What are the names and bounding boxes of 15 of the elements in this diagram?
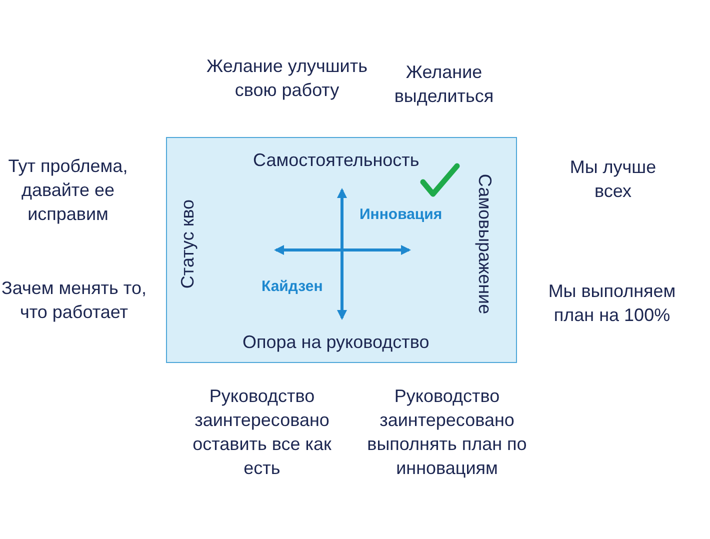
quadrant-note: Руководство заинтересовано выполнять план по инновациям [366, 385, 528, 480]
quadrant-note: Руководство заинтересовано оставить все как есть [192, 385, 332, 480]
quadrant-label: Инновация [360, 205, 442, 225]
quadrant-panel [166, 137, 517, 363]
axis-label: Статус кво [176, 199, 198, 289]
quadrant-label: Кайдзен [262, 277, 323, 297]
quadrant-note: Мы лучше всех [568, 156, 658, 203]
quadrant-note: Мы выполняем план на 100% [547, 280, 677, 327]
quadrant-note: Желание улучшить свою работу [206, 55, 368, 102]
axis-label: Самовыражение [474, 174, 496, 314]
quadrant-note: Тут проблема, давайте ее исправим [7, 155, 129, 226]
quadrant-note: Желание выделиться [393, 61, 495, 108]
quadrant-note: Зачем менять то, что работает [0, 277, 148, 324]
axis-label: Самостоятельность [253, 149, 420, 171]
axis-label: Опора на руководство [242, 331, 430, 353]
